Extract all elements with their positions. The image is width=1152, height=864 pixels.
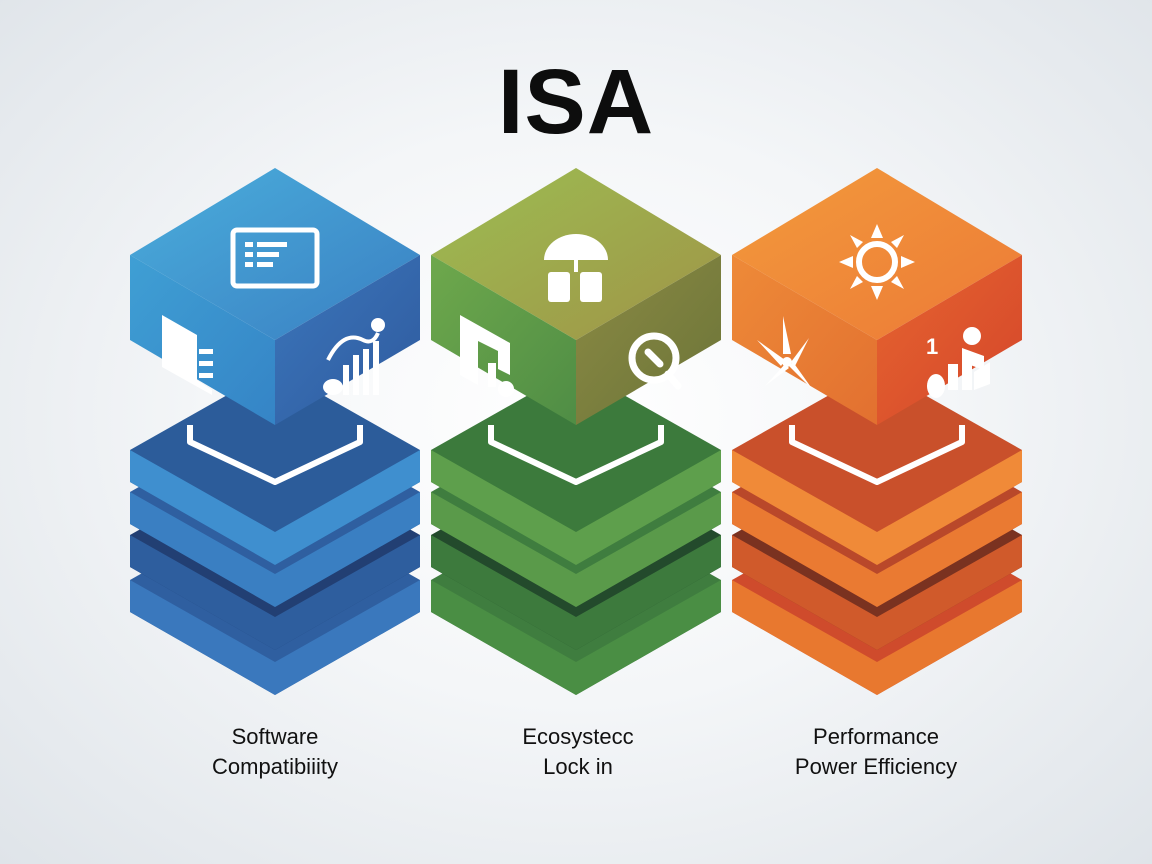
- sun-icon: [839, 224, 915, 300]
- layer-stack: [732, 368, 1022, 695]
- pillar-label-performance: Performance Power Efficiency: [726, 722, 1026, 782]
- page-title: ISA: [497, 51, 655, 153]
- cube-left-face: [732, 255, 877, 425]
- pillar-label-software: Software Compatibiiity: [125, 722, 425, 782]
- document-icon: [162, 315, 213, 395]
- layer-stack: [431, 368, 721, 695]
- pillar-label-ecosystem: Ecosystecc Lock in: [428, 722, 728, 782]
- label-line-2: Power Efficiency: [794, 754, 958, 779]
- bar-climb-icon: 1: [926, 327, 990, 398]
- pillar-software: [130, 168, 420, 695]
- pillar-ecosystem: [431, 168, 721, 695]
- cube-left-face: [130, 255, 275, 425]
- svg-text:1: 1: [926, 334, 938, 359]
- label-line-1: Performance: [813, 724, 939, 749]
- chart-person-icon: [323, 318, 385, 395]
- pillar-performance: 1: [732, 168, 1022, 695]
- umbrella-icon: [544, 234, 608, 302]
- label-line-1: Ecosystecc: [522, 724, 634, 749]
- fan-icon: [757, 316, 813, 390]
- layer-stack: [130, 368, 420, 695]
- bracket-connector: [488, 425, 664, 485]
- label-line-1: Software: [231, 724, 319, 749]
- bracket-connector: [187, 425, 363, 485]
- puzzle-icon: [460, 315, 514, 397]
- search-ring-icon: [628, 332, 682, 390]
- label-line-2: Compatibiiity: [212, 754, 338, 779]
- cube-top-face: [732, 168, 1022, 340]
- cube-right-face: [877, 255, 1022, 425]
- bracket-connector: [789, 425, 965, 485]
- label-line-2: Lock in: [543, 754, 613, 779]
- code-window-icon: [230, 227, 320, 289]
